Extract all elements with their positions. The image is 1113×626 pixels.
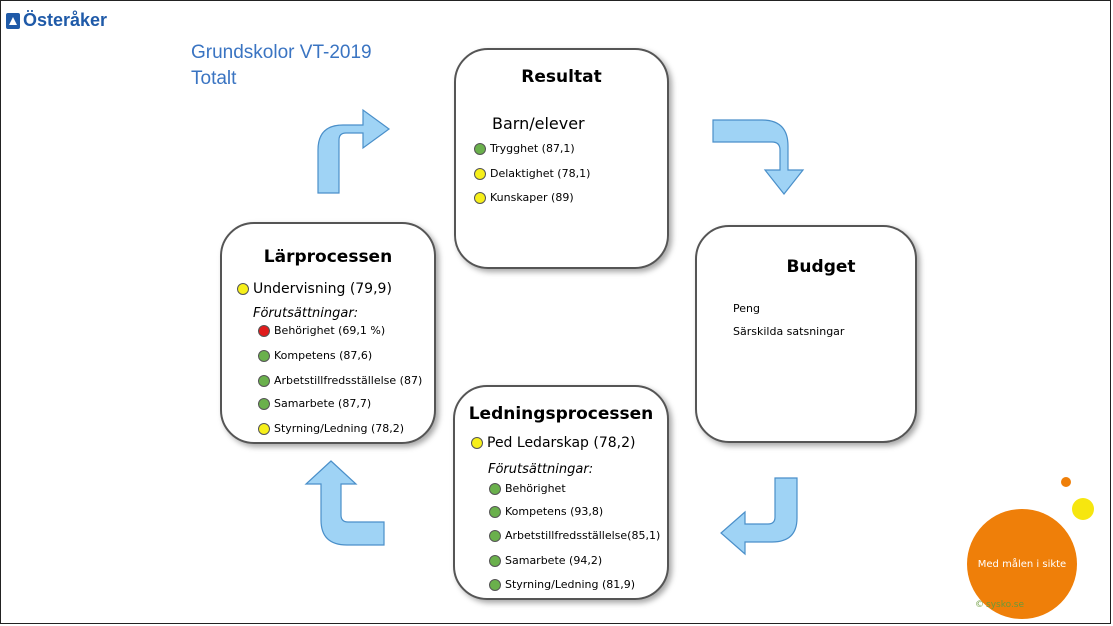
ledning-item: Arbetstillfredsställelse(85,1) <box>489 529 660 542</box>
resultat-item: Delaktighet (78,1) <box>474 167 590 180</box>
status-dot <box>489 482 501 495</box>
resultat-box: Resultat Barn/elever Trygghet (87,1) Del… <box>454 48 669 269</box>
budget-item: Särskilda satsningar <box>733 325 845 338</box>
slogan-circle: Med målen i sikte <box>967 509 1077 619</box>
budget-item: Peng <box>733 302 760 315</box>
larprocessen-box: Lärprocessen Undervisning (79,9) Förutsä… <box>220 222 436 444</box>
ledning-main: Ped Ledarskap (78,2) <box>471 435 635 451</box>
decor-dot-orange <box>1061 477 1071 487</box>
budget-box: Budget Peng Särskilda satsningar <box>695 225 917 443</box>
copyright-icon: © <box>975 600 984 610</box>
status-dot <box>258 349 270 362</box>
status-dot <box>237 283 249 295</box>
resultat-item: Kunskaper (89) <box>474 191 574 204</box>
resultat-title: Resultat <box>521 67 602 87</box>
resultat-subtitle: Barn/elever <box>492 114 585 133</box>
ledning-item: Kompetens (93,8) <box>489 505 603 518</box>
larprocessen-item: Behörighet (69,1 %) <box>258 324 385 337</box>
resultat-item: Trygghet (87,1) <box>474 142 575 155</box>
larprocessen-item: Kompetens (87,6) <box>258 349 372 362</box>
status-dot <box>489 578 501 591</box>
ledning-title: Ledningsprocessen <box>468 404 654 424</box>
arrow-right-down <box>712 119 805 195</box>
larprocessen-main: Undervisning (79,9) <box>237 281 392 297</box>
credit-text: sysko.se <box>986 600 1025 610</box>
status-dot <box>258 374 270 387</box>
status-dot <box>489 505 501 518</box>
credit: © sysko.se <box>975 600 1024 610</box>
ledning-subtitle: Förutsättningar: <box>488 462 594 477</box>
diagram-heading: Grundskolor VT-2019 Totalt <box>191 40 372 92</box>
status-dot <box>489 529 501 542</box>
decor-dot-yellow <box>1072 498 1094 520</box>
larprocessen-title: Lärprocessen <box>263 247 393 267</box>
osteraker-logo: Österåker <box>6 10 107 31</box>
ledning-item: Behörighet <box>489 482 566 495</box>
status-dot <box>474 167 486 180</box>
slogan-text: Med målen i sikte <box>977 558 1067 570</box>
status-dot <box>258 324 270 337</box>
status-dot <box>474 191 486 204</box>
ledning-item: Styrning/Ledning (81,9) <box>489 578 635 591</box>
logo-text: Österåker <box>23 10 108 30</box>
ledning-box: Ledningsprocessen Ped Ledarskap (78,2) F… <box>453 385 669 600</box>
larprocessen-subtitle: Förutsättningar: <box>253 306 359 321</box>
budget-title: Budget <box>786 257 856 277</box>
larprocessen-item: Styrning/Ledning (78,2) <box>258 422 404 435</box>
status-dot <box>489 554 501 567</box>
heading-line-1: Grundskolor VT-2019 <box>191 42 372 63</box>
status-dot <box>471 437 483 449</box>
arrow-left-up <box>304 460 385 546</box>
ledning-item: Samarbete (94,2) <box>489 554 602 567</box>
heading-line-2: Totalt <box>191 68 237 89</box>
status-dot <box>258 422 270 435</box>
arrow-down-left <box>720 477 798 556</box>
status-dot <box>474 142 486 155</box>
larprocessen-item: Samarbete (87,7) <box>258 397 371 410</box>
arrow-up-right <box>317 108 391 194</box>
larprocessen-item: Arbetstillfredsställelse (87) <box>258 374 422 387</box>
status-dot <box>258 397 270 410</box>
osteraker-logo-icon <box>6 12 20 29</box>
